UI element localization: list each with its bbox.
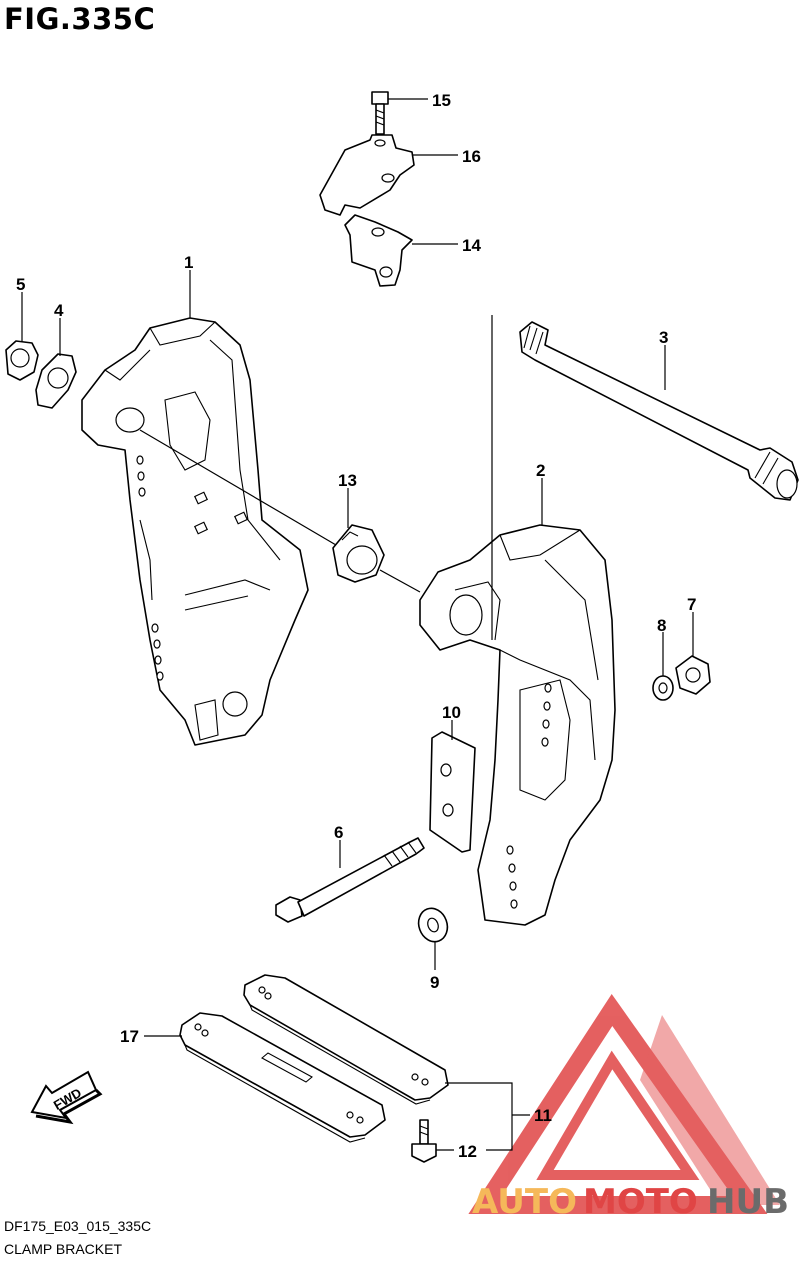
part-4-gasket [35,353,77,409]
part-9-washer [417,907,449,943]
part-3-tilt-tube [519,321,799,501]
callout-17: 17 [120,1027,139,1046]
part-7-nut [675,655,711,695]
callout-7: 7 [687,595,696,614]
callout-5: 5 [16,275,25,294]
callout-1: 1 [184,253,193,272]
callout-15: 15 [432,91,451,110]
part-11-anode-bar [243,974,449,1105]
callout-4: 4 [54,301,64,320]
figure-code: DF175_E03_015_335C [4,1218,152,1234]
part-10-plate [429,731,476,853]
watermark-auto: AUTO [472,1182,577,1222]
callout-16: 16 [462,147,481,166]
watermark-moto: MOTO [583,1182,698,1222]
part-12-bolt [411,1119,437,1163]
leader-lines [21,98,694,1151]
part-14-plate [344,214,413,287]
part-17-anode-bar [179,1012,386,1143]
watermark-hub: HUB [707,1182,789,1222]
part-15-bolt [371,91,389,135]
callout-11: 11 [534,1106,552,1125]
callout-8: 8 [657,616,666,635]
part-5-nut [5,340,39,381]
callout-2: 2 [536,461,545,480]
part-1-clamp-bracket [81,317,309,746]
watermark-logo [468,993,780,1214]
callout-3: 3 [659,328,668,347]
callout-14: 14 [462,236,481,255]
callout-10: 10 [442,703,461,722]
part-8-washer [652,675,674,701]
part-6-bolt [275,837,425,923]
callout-13: 13 [338,471,357,490]
figure-name: CLAMP BRACKET [4,1241,122,1257]
part-2-clamp-bracket [419,524,616,926]
callout-6: 6 [334,823,343,842]
fwd-direction-arrow [30,1070,103,1125]
callout-9: 9 [430,973,439,992]
part-13-bushing [332,524,385,583]
figure-title: FIG.335C [4,2,156,36]
callout-12: 12 [458,1142,477,1161]
part-16-cover [319,134,415,216]
